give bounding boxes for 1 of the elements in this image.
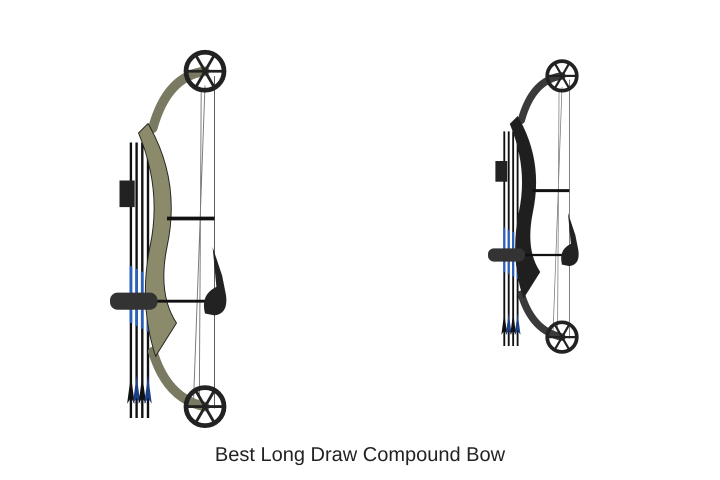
caption: Best Long Draw Compound Bow (214, 444, 506, 467)
